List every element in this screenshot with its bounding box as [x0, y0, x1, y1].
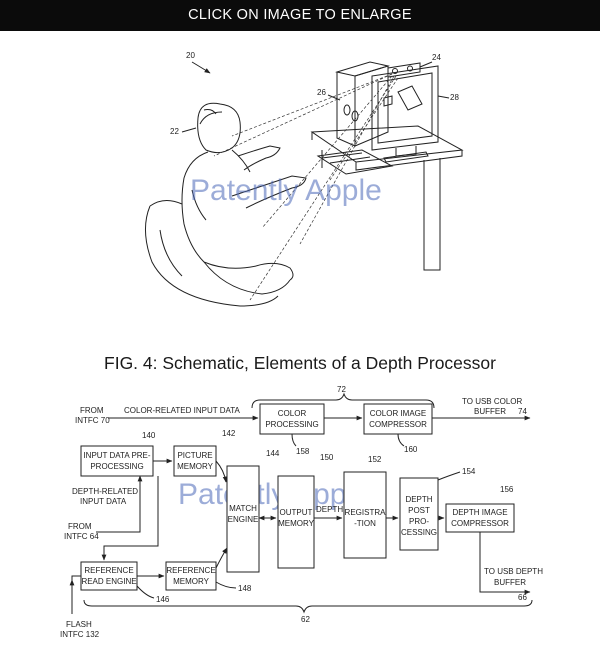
ref-150: 150	[320, 453, 334, 462]
ref-28: 28	[450, 93, 459, 102]
sensor-view-lines	[213, 73, 399, 301]
ref-156: 156	[500, 485, 514, 494]
block-registration	[343, 471, 387, 559]
svg-text:DEPTH: DEPTH	[405, 495, 432, 504]
figure-caption: FIG. 4: Schematic, Elements of a Depth P…	[104, 353, 496, 373]
label-usb-depth-line2: BUFFER	[494, 578, 526, 587]
depth-sensor	[387, 62, 421, 78]
svg-text:COMPRESSOR: COMPRESSOR	[451, 519, 509, 528]
label-depth-link: DEPTH	[316, 505, 343, 514]
user-figure	[181, 102, 307, 295]
ref-152: 152	[368, 455, 382, 464]
label-from-intfc64-line1: FROM	[68, 522, 92, 531]
svg-text:CESSING: CESSING	[401, 528, 437, 537]
svg-text:COLOR: COLOR	[278, 409, 307, 418]
label-from-intfc70-line2: INTFC 70	[75, 416, 110, 425]
label-flash-line2: INTFC 132	[60, 630, 100, 639]
svg-text:PICTURE: PICTURE	[177, 451, 212, 460]
svg-text:COLOR IMAGE: COLOR IMAGE	[370, 409, 426, 418]
svg-text:MATCH: MATCH	[229, 504, 257, 513]
svg-text:REGISTRA: REGISTRA	[345, 508, 387, 517]
ref-24: 24	[432, 53, 441, 62]
block-output-memory	[277, 475, 315, 569]
label-color-related: COLOR-RELATED INPUT DATA	[124, 406, 241, 415]
block-depth-image-compressor	[445, 503, 515, 533]
ref-158: 158	[296, 447, 310, 456]
svg-text:POST: POST	[408, 506, 430, 515]
ref-142: 142	[222, 429, 236, 438]
ref-62: 62	[301, 615, 310, 624]
svg-text:ENGINE: ENGINE	[228, 515, 259, 524]
ref-146: 146	[156, 595, 170, 604]
svg-text:MEMORY: MEMORY	[173, 577, 210, 586]
ref-140: 140	[142, 431, 156, 440]
svg-text:PRO-: PRO-	[409, 517, 429, 526]
svg-text:READ ENGINE: READ ENGINE	[81, 577, 136, 586]
monitor	[371, 65, 439, 163]
label-from-intfc64-line2: INTFC 64	[64, 532, 99, 541]
label-flash-line1: FLASH	[66, 620, 92, 629]
svg-text:MEMORY: MEMORY	[177, 462, 214, 471]
ref-20: 20	[186, 51, 195, 60]
illustration: 20	[145, 51, 464, 307]
svg-text:-TION: -TION	[354, 519, 376, 528]
svg-text:PROCESSING: PROCESSING	[90, 462, 143, 471]
ref-74: 74	[518, 407, 527, 416]
label-depth-related-line1: DEPTH-RELATED	[72, 487, 138, 496]
watermark-top: Patently Apple	[190, 174, 382, 207]
ref-66: 66	[518, 593, 527, 602]
label-usb-color-line2: BUFFER	[474, 407, 506, 416]
chair	[145, 200, 279, 307]
keyboard	[316, 149, 394, 175]
desk	[310, 125, 464, 271]
enlarge-banner[interactable]: CLICK ON IMAGE TO ENLARGE	[0, 0, 600, 31]
label-usb-depth-line1: TO USB DEPTH	[484, 567, 543, 576]
svg-text:COMPRESSOR: COMPRESSOR	[369, 420, 427, 429]
label-from-intfc70-line1: FROM	[80, 406, 104, 415]
svg-text:PROCESSING: PROCESSING	[265, 420, 318, 429]
ref-160: 160	[404, 445, 418, 454]
block-picture-memory	[173, 445, 217, 477]
svg-text:DEPTH IMAGE: DEPTH IMAGE	[452, 508, 507, 517]
svg-text:MEMORY: MEMORY	[278, 519, 315, 528]
block-reference-read-engine	[80, 561, 138, 591]
ref-148: 148	[238, 584, 252, 593]
ref-154: 154	[462, 467, 476, 476]
block-reference-memory	[165, 561, 217, 591]
block-color-processing	[259, 403, 325, 435]
label-usb-color-line1: TO USB COLOR	[462, 397, 523, 406]
ref-144: 144	[266, 449, 280, 458]
schematic: Patently Apple 72 FROM INTFC 70 COLOR-RE…	[60, 385, 543, 639]
block-depth-post-processing	[399, 477, 439, 551]
ref-72: 72	[337, 385, 346, 394]
svg-text:INPUT DATA PRE-: INPUT DATA PRE-	[83, 451, 150, 460]
svg-text:REFERENCE: REFERENCE	[84, 566, 133, 575]
ref-22: 22	[170, 127, 179, 136]
ref-26: 26	[317, 88, 326, 97]
label-depth-related-line2: INPUT DATA	[80, 497, 127, 506]
svg-text:REFERENCE: REFERENCE	[166, 566, 215, 575]
svg-text:OUTPUT: OUTPUT	[280, 508, 313, 517]
watermark-bottom: Patently Apple	[178, 478, 370, 511]
